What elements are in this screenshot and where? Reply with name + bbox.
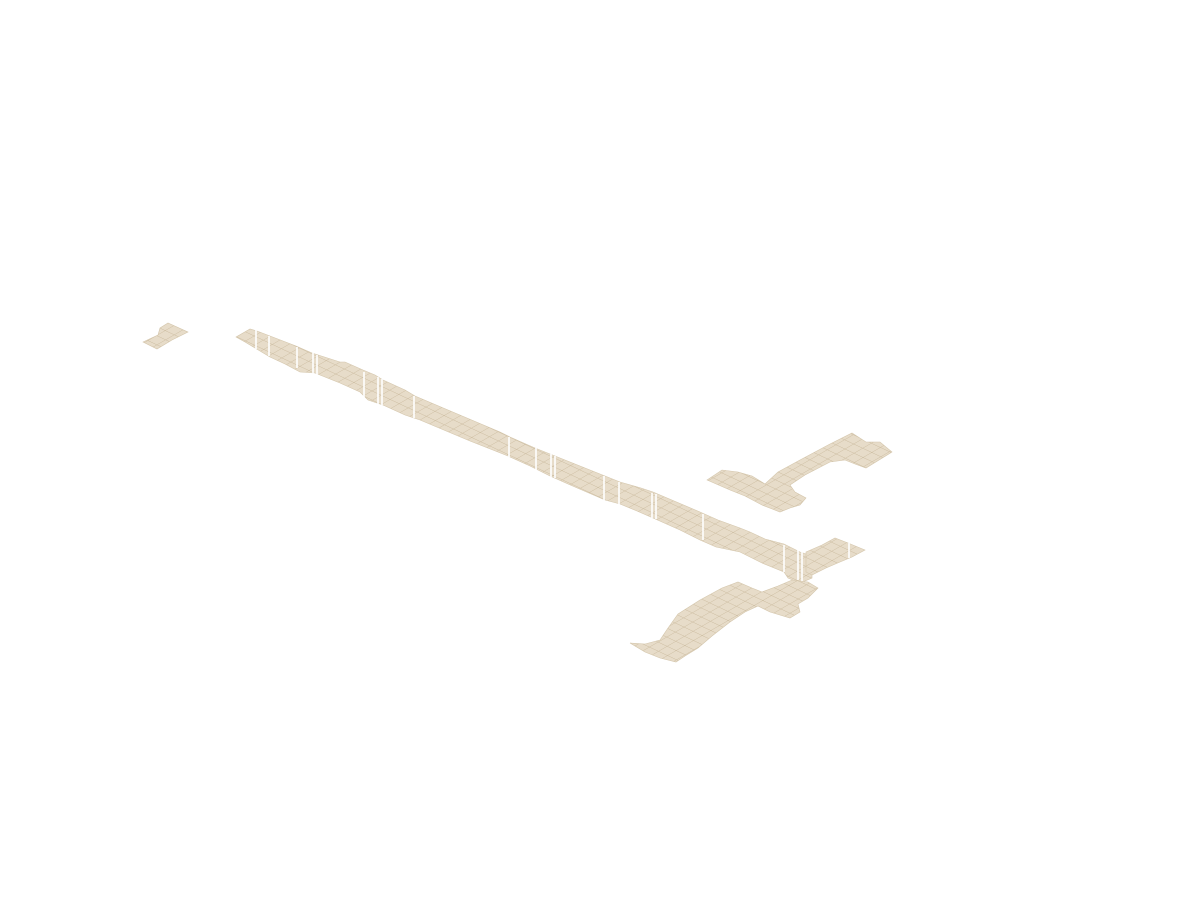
branch-surface <box>706 432 893 513</box>
fan-surface <box>629 579 819 663</box>
main-corridor <box>235 328 813 584</box>
plate-surface <box>142 322 189 350</box>
corridor-dividers <box>255 330 803 581</box>
upper-right-branch <box>706 432 893 513</box>
right-short-arm <box>805 537 866 576</box>
lower-fan-branch <box>629 579 819 663</box>
corridor-surface <box>235 328 813 584</box>
arm-surface <box>805 537 866 576</box>
small-isolated-plate <box>142 322 189 350</box>
